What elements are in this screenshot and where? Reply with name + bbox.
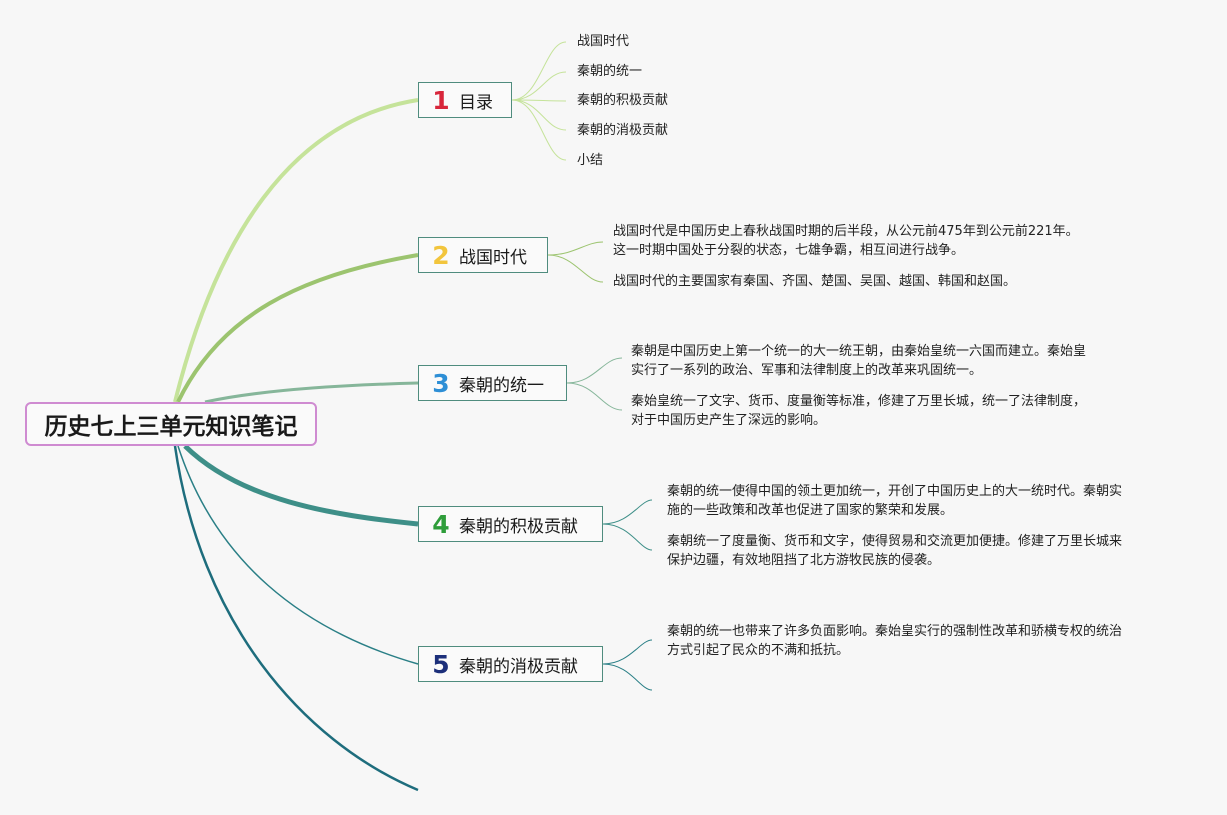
branch-number-5: 5 <box>432 649 450 679</box>
note-3-1[interactable]: 秦朝是中国历史上第一个统一的大一统王朝，由秦始皇统一六国而建立。秦始皇 实行了一… <box>631 342 1086 380</box>
root-topic[interactable]: 历史七上三单元知识笔记 <box>25 402 317 446</box>
connector-root-branch-2 <box>176 253 419 403</box>
note-line: 这一时期中国处于分裂的状态，七雄争霸，相互间进行战争。 <box>613 243 965 258</box>
connector-branch-1-leaves <box>511 41 567 161</box>
connector-branch-2-leaves <box>547 241 604 283</box>
branch-label-5: 秦朝的消极贡献 <box>459 656 578 677</box>
connector-branch-5-leaves <box>602 639 653 691</box>
branch-topic-3[interactable]: 3 秦朝的统一 <box>418 365 567 401</box>
note-line: 战国时代的主要国家有秦国、齐国、楚国、吴国、越国、韩国和赵国。 <box>613 274 1017 289</box>
connector-root-branch-1 <box>173 98 419 403</box>
note-line: 施的一些政策和改革也促进了国家的繁荣和发展。 <box>667 503 954 518</box>
branch-number-3: 3 <box>432 368 450 398</box>
branch-topic-1[interactable]: 1 目录 <box>418 82 512 118</box>
branch-label-2: 战国时代 <box>459 247 527 268</box>
connector-root-branch-5 <box>177 445 419 665</box>
note-line: 实行了一系列的政治、军事和法律制度上的改革来巩固统一。 <box>631 363 983 378</box>
note-line: 秦朝的统一也带来了许多负面影响。秦始皇实行的强制性改革和骄横专权的统治 <box>667 624 1123 639</box>
branch-label-3: 秦朝的统一 <box>459 375 544 396</box>
note-line: 战国时代是中国历史上春秋战国时期的后半段，从公元前475年到公元前221年。 <box>613 224 1079 239</box>
note-line: 保护边疆，有效地阻挡了北方游牧民族的侵袭。 <box>667 553 941 568</box>
connector-root-branch-4 <box>183 444 419 527</box>
note-line: 秦朝的统一使得中国的领土更加统一，开创了中国历史上的大一统时代。秦朝实 <box>667 484 1123 499</box>
connector-root-branch-3 <box>204 381 419 404</box>
connector-branch-4-leaves <box>602 499 653 551</box>
branch-topic-4[interactable]: 4 秦朝的积极贡献 <box>418 506 603 542</box>
note-3-2[interactable]: 秦始皇统一了文字、货币、度量衡等标准，修建了万里长城，统一了法律制度， 对于中国… <box>631 392 1086 430</box>
leaf-toc-1[interactable]: 战国时代 <box>577 34 630 49</box>
branch-number-2: 2 <box>432 240 450 270</box>
branch-label-4: 秦朝的积极贡献 <box>459 516 578 537</box>
leaf-toc-4[interactable]: 秦朝的消极贡献 <box>577 123 669 138</box>
branch-number-4: 4 <box>432 509 450 539</box>
branch-number-1: 1 <box>432 85 450 115</box>
note-5-1[interactable]: 秦朝的统一也带来了许多负面影响。秦始皇实行的强制性改革和骄横专权的统治 方式引起… <box>667 622 1122 660</box>
leaf-toc-2[interactable]: 秦朝的统一 <box>577 64 643 79</box>
note-4-2[interactable]: 秦朝统一了度量衡、货币和文字，使得贸易和交流更加便捷。修建了万里长城来 保护边疆… <box>667 532 1122 570</box>
note-line: 秦朝是中国历史上第一个统一的大一统王朝，由秦始皇统一六国而建立。秦始皇 <box>631 344 1087 359</box>
note-2-1[interactable]: 战国时代是中国历史上春秋战国时期的后半段，从公元前475年到公元前221年。 这… <box>613 222 1079 260</box>
note-line: 秦朝统一了度量衡、货币和文字，使得贸易和交流更加便捷。修建了万里长城来 <box>667 534 1123 549</box>
branch-topic-2[interactable]: 2 战国时代 <box>418 237 548 273</box>
note-4-1[interactable]: 秦朝的统一使得中国的领土更加统一，开创了中国历史上的大一统时代。秦朝实 施的一些… <box>667 482 1122 520</box>
note-2-2[interactable]: 战国时代的主要国家有秦国、齐国、楚国、吴国、越国、韩国和赵国。 <box>613 272 1016 291</box>
connector-root-tail <box>173 445 419 792</box>
connector-branch-3-leaves <box>566 357 623 411</box>
branch-label-1: 目录 <box>459 92 493 113</box>
leaf-toc-3[interactable]: 秦朝的积极贡献 <box>577 93 669 108</box>
note-line: 方式引起了民众的不满和抵抗。 <box>667 643 850 658</box>
note-line: 对于中国历史产生了深远的影响。 <box>631 413 827 428</box>
note-line: 秦始皇统一了文字、货币、度量衡等标准，修建了万里长城，统一了法律制度， <box>631 394 1087 409</box>
branch-topic-5[interactable]: 5 秦朝的消极贡献 <box>418 646 603 682</box>
leaf-toc-5[interactable]: 小结 <box>577 153 604 168</box>
